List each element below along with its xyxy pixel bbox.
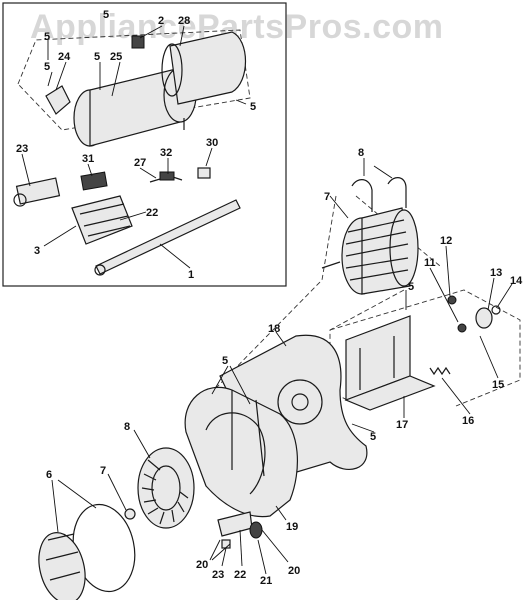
label-27: 25 bbox=[110, 51, 122, 63]
label-5c: 5 bbox=[44, 61, 50, 73]
bracket-26 bbox=[45, 85, 71, 115]
label-5b: 5 bbox=[44, 31, 50, 43]
label-5f: 5 bbox=[408, 281, 414, 293]
label-16: 16 bbox=[462, 415, 474, 427]
label-29: 27 bbox=[134, 157, 146, 169]
label-31: 31 bbox=[82, 153, 94, 165]
part-12 bbox=[447, 295, 457, 305]
label-15: 15 bbox=[492, 379, 504, 391]
label-11: 11 bbox=[424, 257, 436, 269]
label-25: 23 bbox=[16, 143, 28, 155]
blower-housing-19 bbox=[184, 386, 299, 518]
label-2: 2 bbox=[158, 15, 164, 27]
bracket-22 bbox=[217, 511, 253, 537]
label-5a: 5 bbox=[103, 9, 109, 21]
part-23 bbox=[221, 539, 231, 549]
idler-14 bbox=[491, 305, 501, 315]
part-11 bbox=[457, 323, 467, 333]
label-5d: 5 bbox=[94, 51, 100, 63]
washer-7 bbox=[124, 508, 136, 520]
part-labels: 5 2 28 5 5 24 5 25 5 23 31 27 32 30 22 3… bbox=[16, 9, 523, 587]
gas-tube-1 bbox=[95, 199, 241, 275]
label-26: 24 bbox=[58, 51, 71, 63]
label-1: 1 bbox=[188, 269, 194, 281]
switch-31 bbox=[80, 171, 108, 191]
sensor-body bbox=[159, 171, 175, 181]
valve-assembly-24 bbox=[71, 195, 133, 245]
inset-assembly-outline bbox=[17, 29, 251, 131]
label-22: 22 bbox=[234, 569, 246, 581]
label-10: 8 bbox=[358, 147, 364, 159]
motor-mount-17 bbox=[344, 315, 436, 411]
label-13: 13 bbox=[490, 267, 502, 279]
inset-box bbox=[2, 2, 287, 287]
label-18: 18 bbox=[268, 323, 280, 335]
label-30: 30 bbox=[206, 137, 218, 149]
label-6: 6 bbox=[46, 469, 52, 481]
label-9: 7 bbox=[324, 191, 330, 203]
label-20b: 20 bbox=[288, 565, 300, 577]
label-20a: 20 bbox=[196, 559, 208, 571]
part-2 bbox=[131, 35, 145, 49]
tube-fitting bbox=[94, 264, 106, 276]
label-5h: 5 bbox=[370, 431, 376, 443]
clip-30 bbox=[197, 167, 211, 179]
heater-housing bbox=[73, 31, 247, 147]
idler-pulley-13 bbox=[475, 307, 493, 329]
label-28: 28 bbox=[178, 15, 190, 27]
label-5g: 5 bbox=[222, 355, 228, 367]
part-21 bbox=[249, 521, 263, 539]
spring-16 bbox=[429, 366, 451, 376]
bracket-15-outline bbox=[329, 289, 521, 407]
motor-9 bbox=[321, 207, 419, 295]
label-12: 12 bbox=[440, 235, 452, 247]
label-14: 14 bbox=[510, 275, 523, 287]
leader-lines bbox=[21, 25, 513, 575]
label-23: 23 bbox=[212, 569, 224, 581]
label-17: 17 bbox=[396, 419, 408, 431]
label-3: 3 bbox=[34, 245, 40, 257]
label-32: 32 bbox=[160, 147, 172, 159]
label-8: 8 bbox=[124, 421, 130, 433]
label-24: 22 bbox=[146, 207, 158, 219]
label-19: 19 bbox=[286, 521, 298, 533]
label-5e: 5 bbox=[250, 101, 256, 113]
burner-25 bbox=[13, 177, 61, 207]
motor-clips-10 bbox=[351, 177, 407, 212]
label-21: 21 bbox=[260, 575, 272, 587]
blower-wheel-8 bbox=[137, 447, 195, 529]
duct-6 bbox=[38, 532, 86, 600]
label-7: 7 bbox=[100, 465, 106, 477]
